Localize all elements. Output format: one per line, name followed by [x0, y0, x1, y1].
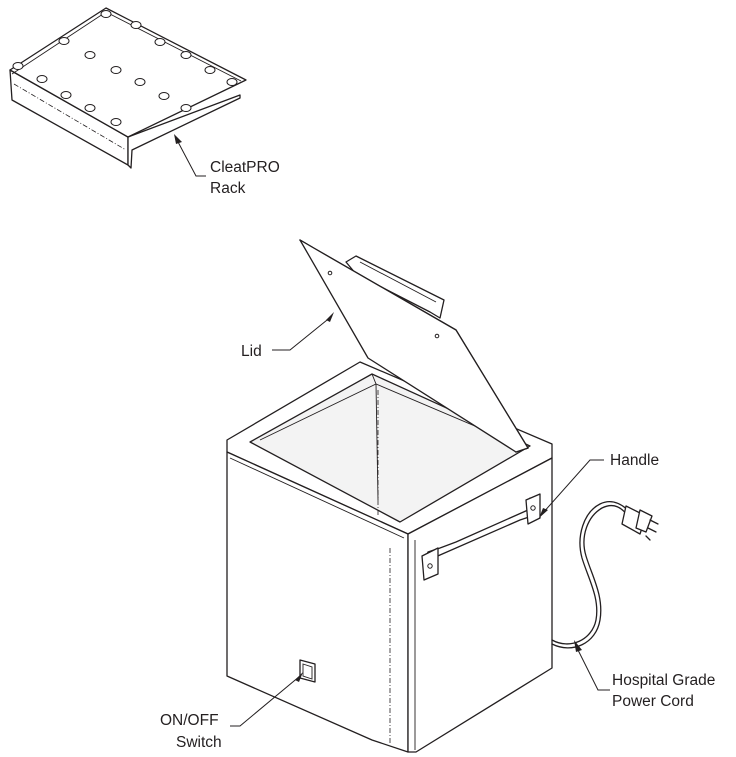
warmer-cabinet	[226, 239, 659, 753]
plug-prongs	[645, 519, 659, 541]
callout-power-cord: Hospital Grade Power Cord	[574, 640, 715, 710]
cord-label-line1: Hospital Grade	[612, 672, 715, 689]
callout-switch: ON/OFF Switch	[160, 672, 303, 751]
power-cord	[551, 500, 631, 645]
cord-leader-line	[575, 645, 610, 691]
rack-leader-line	[176, 139, 206, 177]
switch-leader-line	[230, 675, 301, 727]
lid-leader-line	[272, 315, 333, 351]
cleatpro-rack	[9, 7, 247, 169]
rack-holes	[12, 10, 238, 126]
rack-label-line2: Rack	[210, 180, 246, 197]
handle-label: Handle	[610, 452, 659, 469]
cabinet-side-face	[407, 457, 553, 753]
switch-label-line1: ON/OFF	[160, 712, 219, 729]
rack-label-line1: CleatPRO	[210, 159, 280, 176]
callout-handle: Handle	[539, 452, 659, 518]
cord-label-line2: Power Cord	[612, 693, 694, 710]
handle-leader-line	[541, 459, 604, 515]
callout-rack: CleatPRO Rack	[174, 134, 280, 197]
on-off-switch	[299, 659, 316, 683]
switch-label-line2: Switch	[176, 734, 222, 751]
cabinet-front-face	[226, 451, 409, 753]
callout-lid: Lid	[241, 312, 334, 360]
rack-right-flange	[127, 94, 241, 169]
rack-bend-line	[13, 83, 127, 151]
lid-label: Lid	[241, 343, 262, 360]
